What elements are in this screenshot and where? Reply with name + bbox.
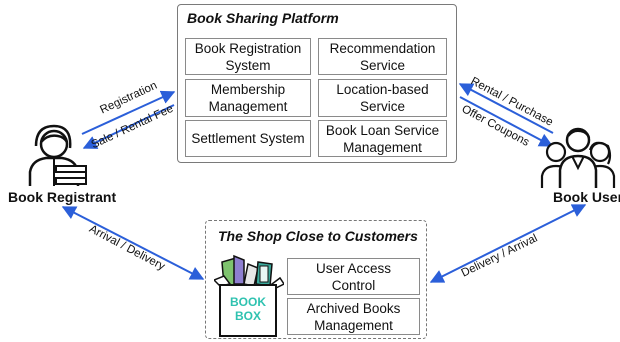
- group-of-people-icon: [540, 127, 616, 188]
- shop-title: The Shop Close to Customers: [218, 228, 418, 244]
- bookbox-label-line1: BOOK: [230, 295, 266, 309]
- bookbox-label-line2: BOX: [235, 309, 261, 323]
- book-registrant-label: Book Registrant: [8, 189, 117, 205]
- book-box-icon: BOOK BOX: [214, 254, 284, 337]
- service-user-access-control: User Access Control: [287, 258, 420, 295]
- service-archived-books-management: Archived Books Management: [287, 298, 420, 335]
- rental-purchase-arrow: [458, 83, 554, 134]
- service-book-registration: Book Registration System: [185, 38, 311, 75]
- service-location-based: Location-based Service: [318, 79, 447, 117]
- service-recommendation: Recommendation Service: [318, 38, 447, 75]
- service-membership-management: Membership Management: [185, 79, 311, 117]
- offer-coupons-arrow: [459, 96, 554, 147]
- registration-arrow: [81, 90, 176, 135]
- sale-rental-fee-arrow: [82, 104, 175, 149]
- service-book-loan-management: Book Loan Service Management: [318, 120, 447, 157]
- delivery-arrival-arrow: [429, 204, 587, 283]
- service-settlement-system: Settlement System: [185, 120, 311, 157]
- platform-title: Book Sharing Platform: [187, 10, 339, 26]
- book-user-label: Book User: [553, 189, 620, 205]
- person-with-books-icon: [28, 124, 87, 186]
- arrival-delivery-arrow: [61, 206, 205, 280]
